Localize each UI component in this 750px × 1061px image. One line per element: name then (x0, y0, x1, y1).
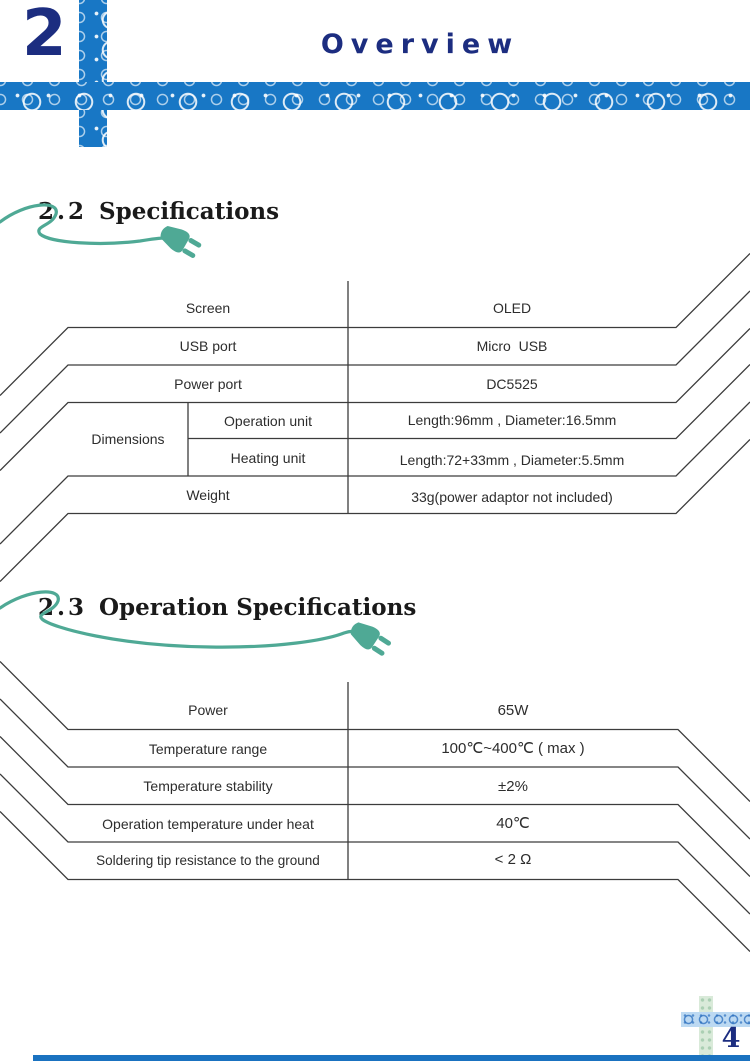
spec-value: Length:96mm , Diameter:16.5mm (407, 411, 617, 428)
footer-gear-band-vertical-icon (699, 996, 713, 1061)
spec-value: 33g(power adaptor not included) (411, 489, 613, 505)
op-value: < 2 Ω (494, 851, 532, 868)
spec-label: Power port (174, 375, 242, 392)
spec-value: DC5525 (486, 375, 538, 392)
spec-label: Screen (185, 300, 231, 316)
section-name: Specifications (99, 198, 280, 225)
footer-gear-band-horizontal-icon (681, 1012, 750, 1027)
spec-label: Operation unit (224, 412, 312, 429)
op-value: ±2% (498, 778, 528, 795)
op-label: Temperature range (148, 740, 268, 757)
op-value: 65W (497, 701, 529, 719)
footer-bar (33, 1055, 750, 1061)
op-label: Soldering tip resistance to the ground (96, 853, 320, 868)
section-title-specifications: 2.2 Specifications (38, 198, 279, 225)
spec-label: Heating unit (230, 449, 306, 466)
spec-value: Micro USB (476, 338, 548, 354)
gear-band-horizontal-icon (0, 82, 750, 110)
page-number: 4 (721, 1023, 741, 1054)
chapter-number: 2 (22, 0, 67, 71)
spec-value: OLED (492, 300, 532, 316)
section-title-operation-specifications: 2.3 Operation Specifications (38, 594, 416, 621)
op-value: 100℃~400℃ ( max ) (441, 739, 585, 757)
page-title: Overview (320, 29, 520, 60)
op-label: Temperature stability (143, 777, 273, 794)
op-label: Operation temperature under heat (102, 815, 314, 832)
gear-band-vertical-icon (79, 0, 107, 147)
spec-group-label: Dimensions (91, 431, 165, 447)
op-label: Power (188, 702, 228, 718)
section-number: 2.2 (38, 198, 88, 225)
spec-label: Weight (186, 487, 230, 503)
op-value: 40℃ (496, 814, 530, 832)
section-number: 2.3 (38, 594, 88, 621)
spec-value: Length:72+33mm , Diameter:5.5mm (399, 451, 625, 468)
section-name: Operation Specifications (99, 594, 417, 621)
spec-label: USB port (179, 338, 237, 354)
